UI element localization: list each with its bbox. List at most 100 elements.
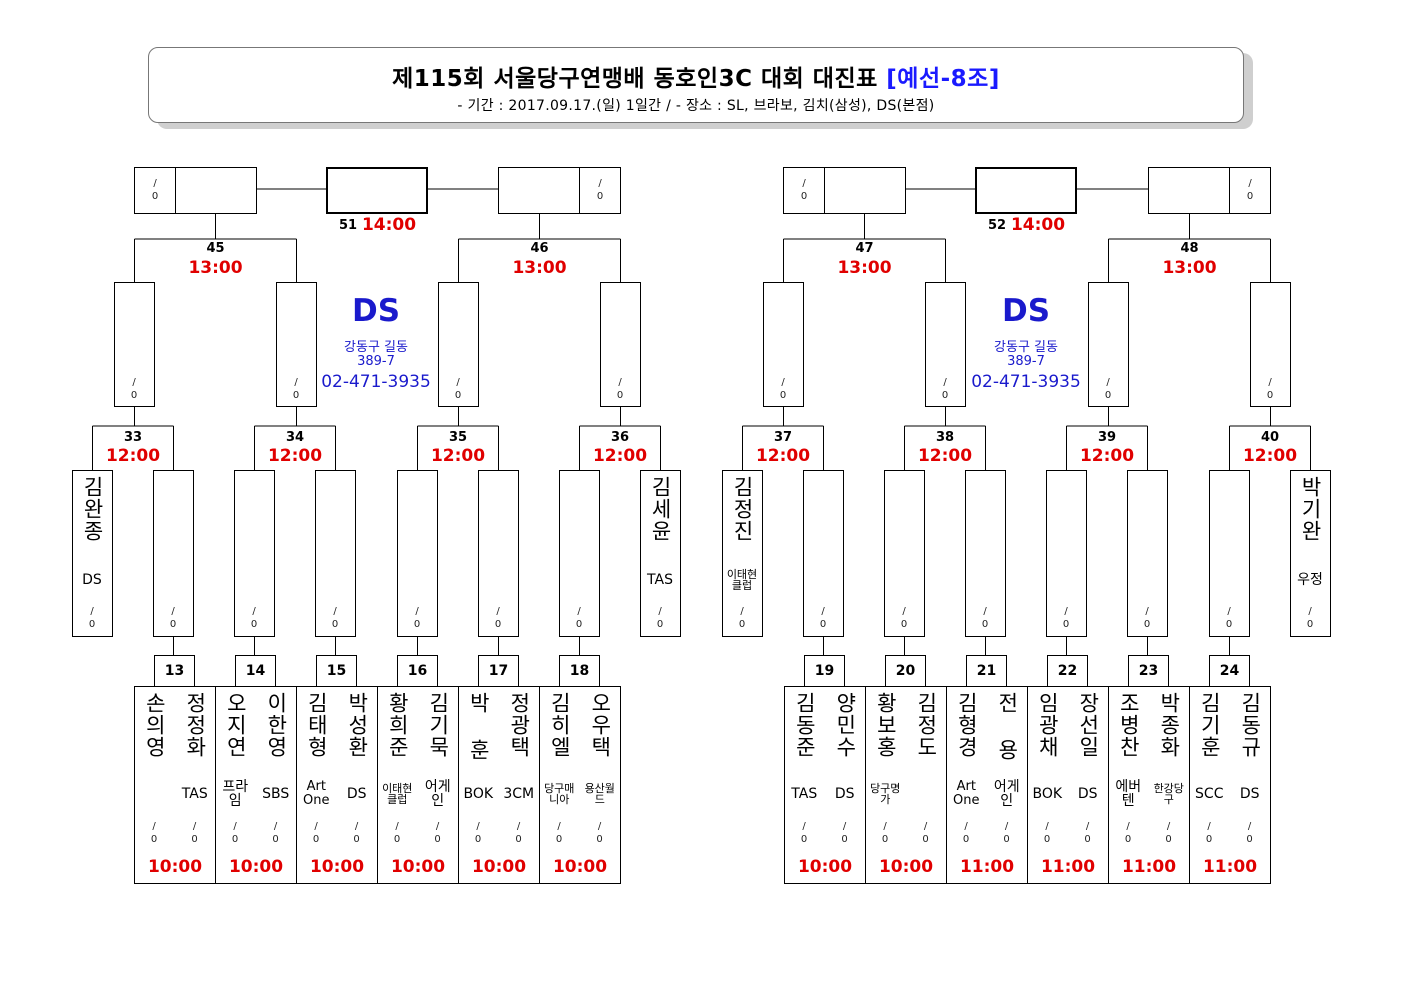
final-match-number: 51 <box>338 218 358 233</box>
semi-match-number: 48 <box>1180 241 1199 256</box>
r2-slot <box>1290 470 1331 637</box>
match-time: 10:00 <box>228 857 284 877</box>
final-name-cell <box>175 167 257 214</box>
score-slash: / <box>842 821 847 832</box>
player-club: DS <box>1239 786 1260 802</box>
player-name: 박 훈 <box>466 692 491 761</box>
score-slash: / <box>923 821 928 832</box>
r2-match-time: 12:00 <box>105 446 161 466</box>
score-value: 0 <box>331 619 339 630</box>
r2-slot <box>315 470 356 637</box>
score-value: 0 <box>1104 390 1112 401</box>
final-score-cell <box>134 167 176 214</box>
player-name: 양민수 <box>833 692 858 758</box>
score-slash: / <box>333 606 337 617</box>
page-subtitle: - 기간 : 2017.09.17.(일) 1일간 / - 장소 : SL, 브… <box>457 98 935 114</box>
score-value: 0 <box>1062 619 1070 630</box>
score-slash: / <box>1248 178 1252 189</box>
player-club: Art One <box>953 779 980 808</box>
score-slash: / <box>618 377 622 388</box>
match-time: 11:00 <box>1202 857 1258 877</box>
semi-match-time: 13:00 <box>837 258 892 278</box>
match-number: 14 <box>235 655 276 686</box>
score-value: 0 <box>515 834 522 845</box>
player-name: 조병찬 <box>1116 692 1141 758</box>
bye-player-name: 김완종 <box>80 476 105 542</box>
score-value: 0 <box>151 191 159 202</box>
venue-name: DS <box>1001 293 1051 329</box>
r2-match-time: 12:00 <box>267 446 323 466</box>
r2-slot <box>1209 470 1250 637</box>
match-number: 15 <box>316 655 357 686</box>
score-value: 0 <box>191 834 198 845</box>
r2-slot <box>478 470 519 637</box>
r2-match-time: 12:00 <box>1242 446 1298 466</box>
match-time: 10:00 <box>797 857 853 877</box>
player-name: 손의영 <box>142 692 167 758</box>
score-value: 0 <box>941 390 949 401</box>
r2-slot <box>965 470 1006 637</box>
bye-player-club: DS <box>82 572 102 588</box>
score-value: 0 <box>656 619 664 630</box>
r2-slot <box>153 470 194 637</box>
score-slash: / <box>294 377 298 388</box>
score-value: 0 <box>922 834 929 845</box>
score-value: 0 <box>981 619 989 630</box>
semi-slot <box>600 282 641 407</box>
score-value: 0 <box>1205 834 1213 845</box>
score-slash: / <box>802 178 806 189</box>
player-club <box>907 775 946 813</box>
match-time: 10:00 <box>390 857 446 877</box>
bye-player-name: 김정진 <box>730 476 755 542</box>
player-name: 임광채 <box>1035 692 1060 758</box>
score-slash: / <box>153 178 157 189</box>
score-slash: / <box>516 821 521 832</box>
r1-match-13 <box>134 686 216 884</box>
score-value: 0 <box>1084 834 1091 845</box>
score-slash: / <box>171 606 175 617</box>
match-number: 24 <box>1209 655 1250 686</box>
score-slash: / <box>273 821 278 832</box>
score-value: 0 <box>413 619 421 630</box>
r1-match-21 <box>946 686 1028 884</box>
player-club: DS <box>834 786 855 802</box>
r2-match-number: 34 <box>285 430 305 445</box>
venue-name: DS <box>351 293 401 329</box>
score-value: 0 <box>819 619 827 630</box>
score-slash: / <box>252 606 256 617</box>
player-club: Art One <box>303 779 330 808</box>
score-value: 0 <box>962 834 970 845</box>
score-value: 0 <box>1124 834 1132 845</box>
r2-slot <box>722 470 763 637</box>
final-name-cell <box>1148 167 1230 214</box>
semi-slot <box>925 282 966 407</box>
semi-slot <box>114 282 155 407</box>
score-slash: / <box>1227 606 1231 617</box>
r2-match-time: 12:00 <box>1079 446 1135 466</box>
player-name: 김기묵 <box>426 692 451 758</box>
score-slash: / <box>354 821 359 832</box>
semi-slot <box>276 282 317 407</box>
score-slash: / <box>314 821 318 832</box>
score-slash: / <box>740 606 744 617</box>
r2-match-number: 39 <box>1097 430 1117 445</box>
score-value: 0 <box>800 834 808 845</box>
title-group: [예선-8조] <box>886 66 1000 92</box>
player-club: 용산월드 <box>584 782 615 806</box>
player-club: 3CM <box>503 786 535 802</box>
score-slash: / <box>1126 821 1130 832</box>
r1-match-24 <box>1189 686 1271 884</box>
score-value: 0 <box>454 390 462 401</box>
score-slash: / <box>1064 606 1068 617</box>
semi-match-number: 46 <box>530 241 549 256</box>
player-name: 이한영 <box>264 692 289 758</box>
score-slash: / <box>1106 377 1110 388</box>
score-value: 0 <box>596 191 604 202</box>
score-value: 0 <box>1266 390 1274 401</box>
r2-slot <box>803 470 844 637</box>
score-value: 0 <box>881 834 889 845</box>
bye-player-name: 박기완 <box>1298 476 1323 542</box>
player-name: 김정도 <box>914 692 939 758</box>
page-title: 제115회 서울당구연맹배 동호인3C 대회 대진표 [예선-8조] <box>149 59 1243 93</box>
score-value: 0 <box>474 834 482 845</box>
